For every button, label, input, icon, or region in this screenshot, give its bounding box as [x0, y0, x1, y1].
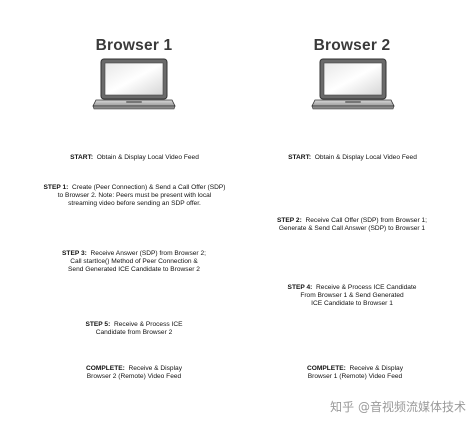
step-text: Candidate from Browser 2: [95, 329, 173, 337]
step-text: Call startIce() Method of Peer Connectio…: [70, 258, 198, 266]
step-text: Receive & Display: [128, 365, 183, 372]
step-label: STEP 2:: [276, 217, 302, 224]
browser2-laptop-icon: [311, 58, 395, 110]
step-label: COMPLETE:: [85, 365, 125, 372]
step-text: ICE Candidate to Browser 1: [311, 300, 393, 308]
step-label: COMPLETE:: [306, 365, 346, 372]
step-label: STEP 4:: [287, 284, 313, 291]
step-label: STEP 1:: [43, 184, 69, 191]
browser1-step3: STEP 3: Receive Answer (SDP) from Browse…: [34, 250, 234, 275]
browser2-start-step: START: Obtain & Display Local Video Feed: [270, 154, 435, 162]
step-text: Generate & Send Call Answer (SDP) to Bro…: [278, 225, 426, 233]
browser1-complete-step: COMPLETE: Receive & Display Browser 2 (R…: [64, 365, 204, 381]
watermark: 知乎 @音视频流媒体技术: [330, 400, 466, 414]
browser2-step4: STEP 4: Receive & Process ICE Candidate …: [272, 284, 432, 309]
browser1-step5: STEP 5: Receive & Process ICE Candidate …: [64, 321, 204, 337]
step-text: to Browser 2. Note: Peers must be presen…: [57, 192, 212, 200]
step-text: Receive Answer (SDP) from Browser 2;: [90, 250, 206, 257]
step-text: Receive & Process ICE Candidate: [316, 284, 417, 291]
step-text: Browser 2 (Remote) Video Feed: [86, 373, 182, 381]
step-text: Obtain & Display Local Video Feed: [314, 154, 417, 161]
step-label: STEP 3:: [62, 250, 87, 257]
step-text: Create (Peer Connection) & Send a Call O…: [72, 184, 226, 191]
step-text: Receive & Process ICE: [113, 321, 183, 328]
browser2-step2: STEP 2: Receive Call Offer (SDP) from Br…: [252, 217, 452, 233]
step-label: START:: [288, 154, 312, 161]
step-text: Send Generated ICE Candidate to Browser …: [68, 266, 200, 274]
step-text: streaming video before sending an SDP of…: [68, 200, 201, 208]
step-text: Receive & Display: [349, 365, 404, 372]
step-text: From Browser 1 & Send Generated: [300, 292, 404, 300]
step-text: Receive Call Offer (SDP) from Browser 1;: [305, 217, 427, 224]
browser1-start-step: START: Obtain & Display Local Video Feed: [52, 154, 217, 162]
browser2-complete-step: COMPLETE: Receive & Display Browser 1 (R…: [285, 365, 425, 381]
browser1-step1: STEP 1: Create (Peer Connection) & Send …: [22, 184, 247, 209]
browser2-title: Browser 2: [313, 37, 391, 54]
browser1-laptop-icon: [92, 58, 176, 110]
step-label: STEP 5:: [85, 321, 111, 328]
browser1-title: Browser 1: [95, 37, 173, 54]
step-text: Browser 1 (Remote) Video Feed: [307, 373, 403, 381]
step-text: Obtain & Display Local Video Feed: [96, 154, 199, 161]
step-label: START:: [70, 154, 94, 161]
